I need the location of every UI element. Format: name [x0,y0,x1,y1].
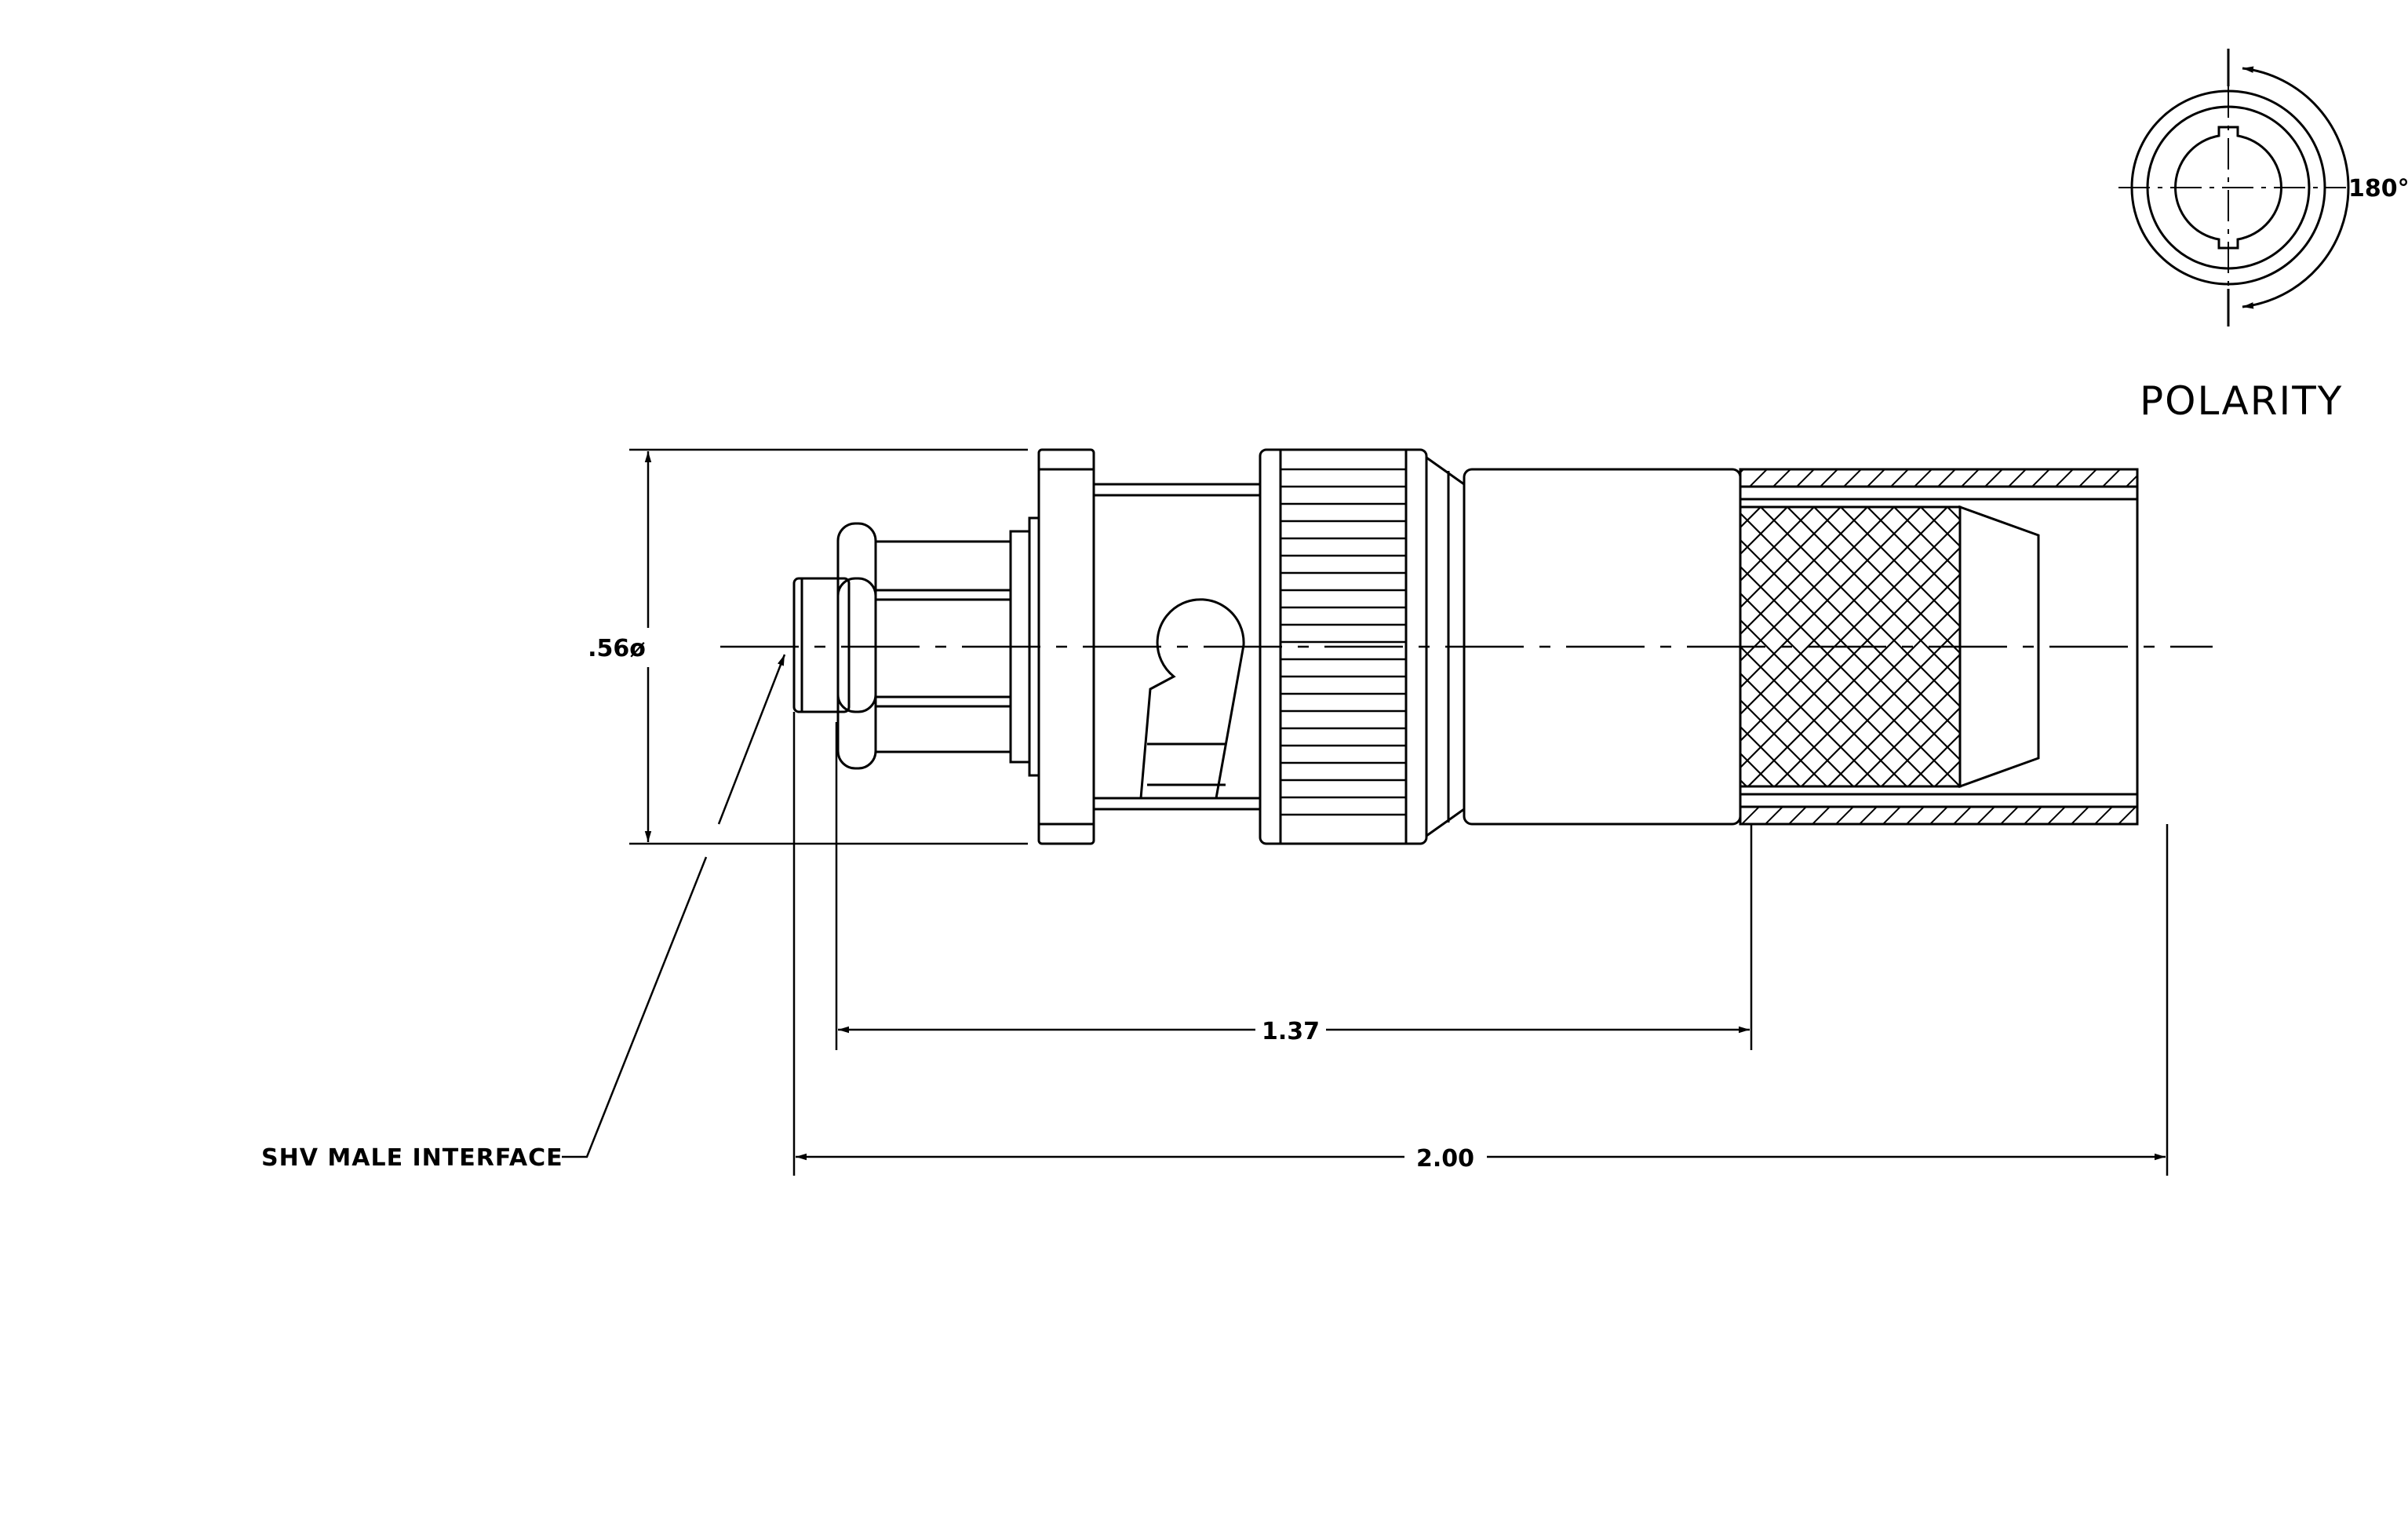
crimp-ferrule [1958,505,2040,789]
overall-length-label: 2.00 [1416,1145,1474,1173]
polarity-key-profile [2174,126,2282,250]
partial-length-label: 1.37 [1262,1018,1320,1045]
interface-callout: SHV MALE INTERFACE [261,1144,563,1172]
polarity-inner-circle [2146,105,2311,270]
polarity-rotation-arrow-bottom [2242,187,2350,309]
bayonet-latch [1139,598,1245,800]
interface-leader [562,856,708,1158]
cable-jacket-bottom [1739,805,2139,826]
coupling-ring-inner [836,577,877,713]
polarity-view [2118,49,2350,330]
coupling-nut-knurl [1281,468,1406,816]
polarity-outer-circle [2130,89,2326,286]
cable-jacket-top [1739,468,2139,488]
interface-leader-arrow [717,654,786,825]
diameter-label: .56ø [588,635,646,662]
dimension-lines [562,448,2169,1176]
polarity-rotation-arrow-top [2242,66,2350,188]
connector-side-view [720,448,2213,845]
polarity-angle-label: 180° [2348,175,2408,202]
tip-housing [792,577,851,713]
polarity-title: POLARITY [2140,378,2343,424]
